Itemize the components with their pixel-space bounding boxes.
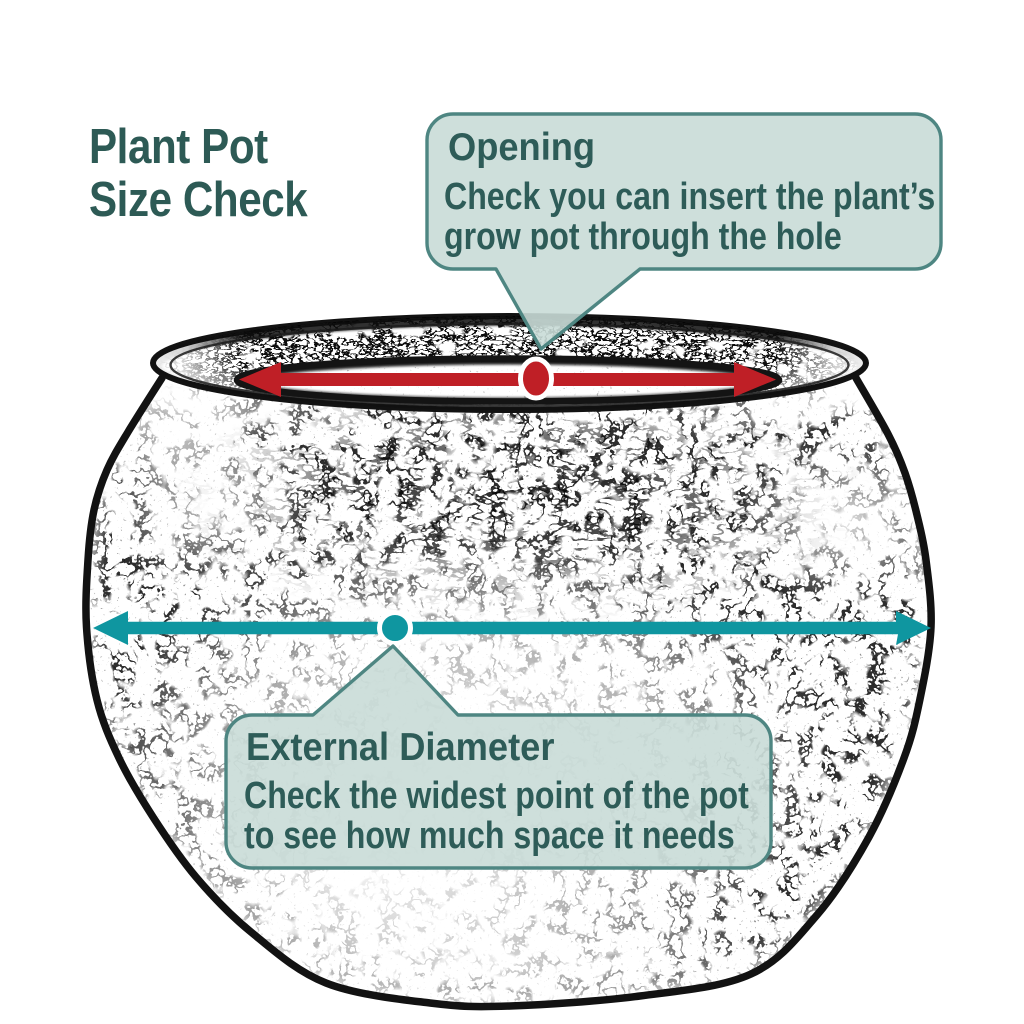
- pot-body-texture: [85, 378, 932, 1007]
- opening-diameter-marker: [239, 356, 776, 401]
- opening-callout-shape: [425, 112, 943, 351]
- opening-callout-body-line1: Check you can insert the plant’s: [444, 176, 936, 218]
- external-callout-body: Check the widest point of the pot to see…: [244, 775, 749, 857]
- opening-callout-title: Opening: [448, 126, 596, 169]
- opening-callout-body: Check you can insert the plant’s grow po…: [444, 176, 936, 258]
- page-title: Plant Pot Size Check: [89, 120, 308, 227]
- pot-opening-outline: [233, 355, 783, 405]
- opening-callout-bubble: [425, 112, 943, 351]
- opening-center-dot: [518, 356, 554, 401]
- pot-sketch: [82, 313, 935, 1011]
- external-center-dot: [377, 610, 413, 646]
- pot-rim-lip: [169, 322, 850, 408]
- external-arrow: [93, 611, 931, 645]
- page-title-line2: Size Check: [89, 172, 308, 227]
- external-callout-body-line2: to see how much space it needs: [244, 814, 735, 857]
- opening-callout-body-line2: grow pot through the hole: [444, 215, 842, 258]
- external-callout-body-line1: Check the widest point of the pot: [244, 775, 749, 817]
- page-title-line1: Plant Pot: [89, 120, 268, 174]
- external-diameter-callout-bubble: [224, 644, 773, 870]
- external-diameter-marker: [93, 610, 931, 646]
- pot-body-outline: [82, 374, 935, 1011]
- external-callout-shape: [224, 644, 773, 870]
- external-callout-title: External Diameter: [246, 726, 555, 769]
- opening-arrow: [239, 362, 776, 397]
